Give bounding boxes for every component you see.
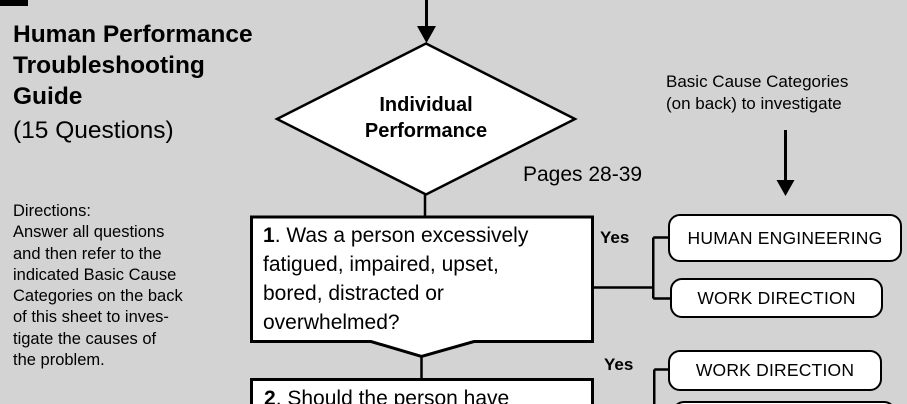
category-label: WORK DIRECTION [695,360,855,380]
question-2-text: 2. Should the person have [264,384,591,404]
category-box-human-engineering: HUMAN ENGINEERING [668,214,902,262]
q2-yes-connector [653,368,669,404]
q1-yes-label: Yes [600,228,630,247]
entry-arrow-icon [417,0,436,43]
q2-yes-label: Yes [604,355,634,374]
scan-corner-artifact [0,0,28,6]
pages-reference-label: Pages 28-39 [523,163,643,186]
question-1-text: 1. Was a person excessively fatigued, im… [263,221,589,337]
category-label: WORK DIRECTION [697,287,856,308]
question-1-box-shape [250,215,594,359]
category-box-work-direction-q2: WORK DIRECTION [668,350,882,391]
question-2-number: 2 [264,387,276,404]
question-2-box: 2. Should the person have [250,378,594,404]
question-1-body: . Was a person excessively fatigued, imp… [263,224,529,334]
question-1-number: 1 [263,224,275,247]
directions-text: Directions: Answer all questions and the… [13,202,183,370]
category-label: HUMAN ENGINEERING [687,227,883,248]
decision-diamond-shape [274,42,578,196]
decision-node-label: Individual Performance [364,94,488,142]
legend-note: Basic Cause Categories (on back) to inve… [666,72,849,113]
q1-yes-connector [592,236,671,300]
question-2-body: . Should the person have [275,387,510,404]
page-title: Human Performance Troubleshooting Guide [13,21,253,110]
legend-arrow-icon [776,130,795,196]
category-box-work-direction-q1: WORK DIRECTION [670,278,883,318]
page-subtitle: (15 Questions) [13,117,174,144]
